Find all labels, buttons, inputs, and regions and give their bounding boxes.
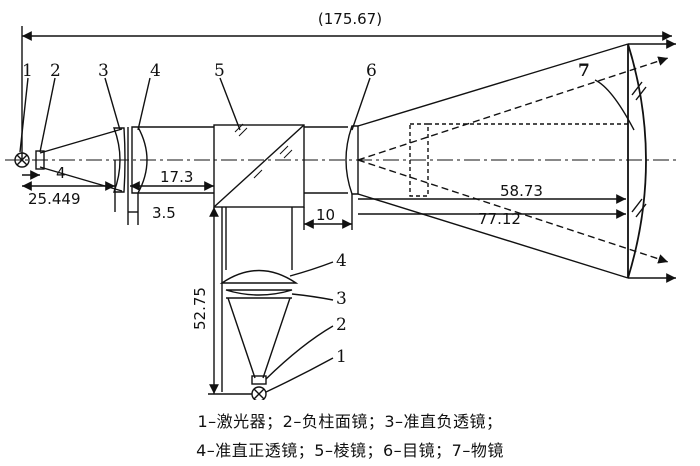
label-neg-lens-bottom: 3 <box>336 289 347 309</box>
dim-52-75: 52.75 <box>191 287 209 330</box>
dim-10: 10 <box>316 206 335 224</box>
label-cyl-lens-top: 2 <box>50 61 61 81</box>
label-neg-lens-top: 3 <box>98 61 109 81</box>
dim-4: 4 <box>56 164 66 182</box>
label-pos-lens-bottom: 4 <box>336 251 347 271</box>
label-pos-lens-top: 4 <box>150 61 161 81</box>
label-prism: 5 <box>214 61 225 81</box>
label-eyepiece: 6 <box>366 61 377 81</box>
dim-77-12: 77.12 <box>478 210 521 228</box>
label-cyl-lens-bottom: 2 <box>336 315 347 335</box>
collimating-neg-lens-bottom <box>225 289 293 296</box>
prism <box>213 124 305 208</box>
label-objective: 7 <box>578 61 590 81</box>
optical-system-diagram: (175.67) 25.449 4 17.3 3.5 10 58.73 77.1… <box>5 10 680 400</box>
dim-total: (175.67) <box>318 10 382 28</box>
dim-25449: 25.449 <box>28 190 81 208</box>
dim-17-3: 17.3 <box>160 168 193 186</box>
laser-top <box>14 152 30 168</box>
laser-bottom <box>251 386 267 400</box>
collimating-pos-lens-bottom <box>219 269 299 284</box>
label-laser-top: 1 <box>22 61 33 81</box>
neg-cylinder-lens-bottom <box>251 375 267 385</box>
collimating-neg-lens-top <box>112 127 126 193</box>
objective-lens <box>627 43 647 279</box>
eyepiece <box>345 125 359 195</box>
label-laser-bottom: 1 <box>336 347 347 367</box>
dim-58-73: 58.73 <box>500 182 543 200</box>
caption-line-2: 4–准直正透镜；5–棱镜；6–目镜；7–物镜 <box>196 441 504 460</box>
caption-line-1: 1–激光器；2–负柱面镜；3–准直负透镜； <box>197 412 503 431</box>
dim-3-5: 3.5 <box>152 204 176 222</box>
